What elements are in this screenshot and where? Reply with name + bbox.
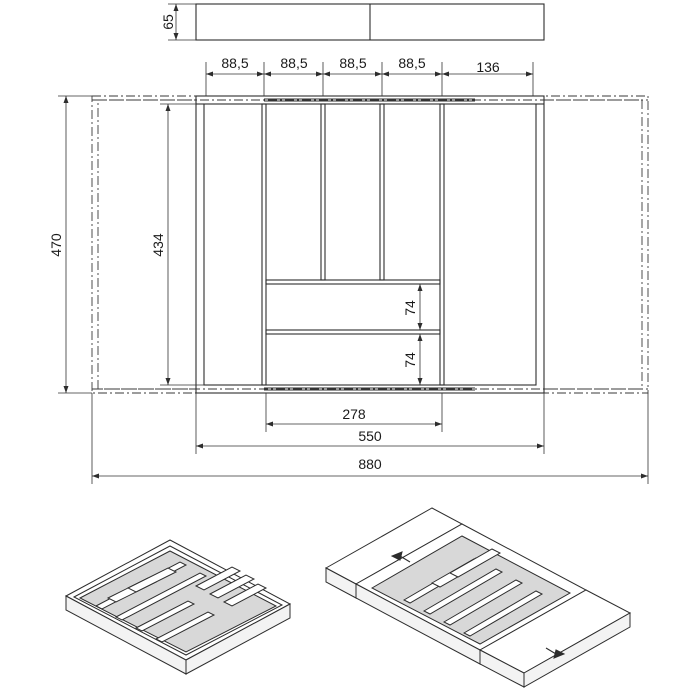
divider-4 [439,103,445,386]
small-tray-2-label: 74 [402,352,418,368]
side-view: 65 [160,3,545,41]
tray-outer-wall [195,95,545,394]
height-dim-label: 65 [160,14,176,30]
extended-outline [91,95,649,394]
compartment-right-label: 136 [476,59,500,75]
tray-inner-wall [203,103,537,386]
compartment-3-label: 88,5 [339,55,366,71]
tray-width-label: 278 [342,406,366,422]
isometric-extended-view [324,507,632,688]
small-tray-1-label: 74 [402,300,418,316]
top-view: 88,5 88,5 88,5 88,5 136 470 434 74 74 27… [48,55,649,484]
cross-divider-2 [265,329,441,335]
width-max-label: 880 [358,456,382,472]
divider-1 [261,103,267,386]
divider-3 [379,103,385,281]
depth-inner-label: 434 [150,233,166,257]
compartment-2-label: 88,5 [280,55,307,71]
compartment-1-label: 88,5 [221,55,248,71]
width-min-label: 550 [358,428,382,444]
cross-divider-1 [265,279,441,285]
compartment-4-label: 88,5 [398,55,425,71]
isometric-closed-view [64,539,292,675]
depth-max-label: 470 [48,233,64,257]
divider-2 [320,103,326,281]
